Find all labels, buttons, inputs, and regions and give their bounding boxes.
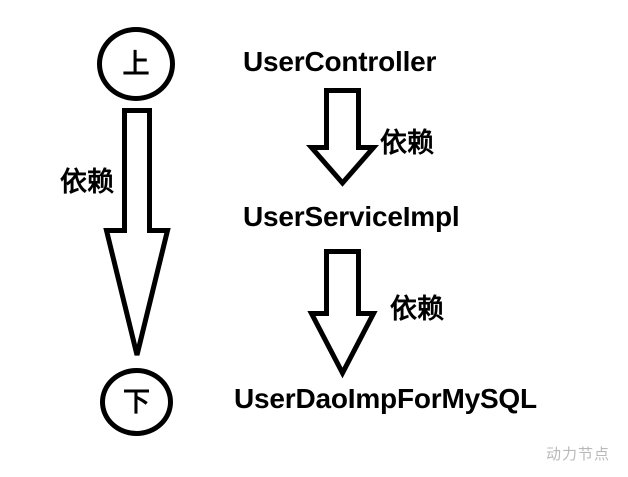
dependency-arrow-controller-to-service-shape <box>305 88 380 187</box>
dependency-arrow-service-to-dao-shape <box>307 249 378 379</box>
node-circle-bottom-label: 下 <box>123 386 150 418</box>
dependency-arrow-left <box>103 108 171 356</box>
class-label-user-dao-imp-for-mysql: UserDaoImpForMySQL <box>234 383 537 414</box>
watermark: 动力节点 <box>546 445 611 463</box>
node-circle-top: 上 <box>97 27 175 101</box>
dependency-label-controller-to-service: 依赖 <box>380 128 434 159</box>
node-circle-bottom: 下 <box>100 368 173 436</box>
dependency-label-service-to-dao: 依赖 <box>390 294 444 325</box>
dependency-arrow-controller-to-service <box>305 88 380 187</box>
dependency-arrow-service-to-dao <box>307 249 378 379</box>
class-label-user-service-impl: UserServiceImpl <box>243 201 460 232</box>
dependency-arrow-left-shape <box>103 108 171 356</box>
node-circle-top-label: 上 <box>122 48 150 80</box>
class-label-user-controller: UserController <box>243 46 437 77</box>
dependency-label-left: 依赖 <box>60 167 114 198</box>
